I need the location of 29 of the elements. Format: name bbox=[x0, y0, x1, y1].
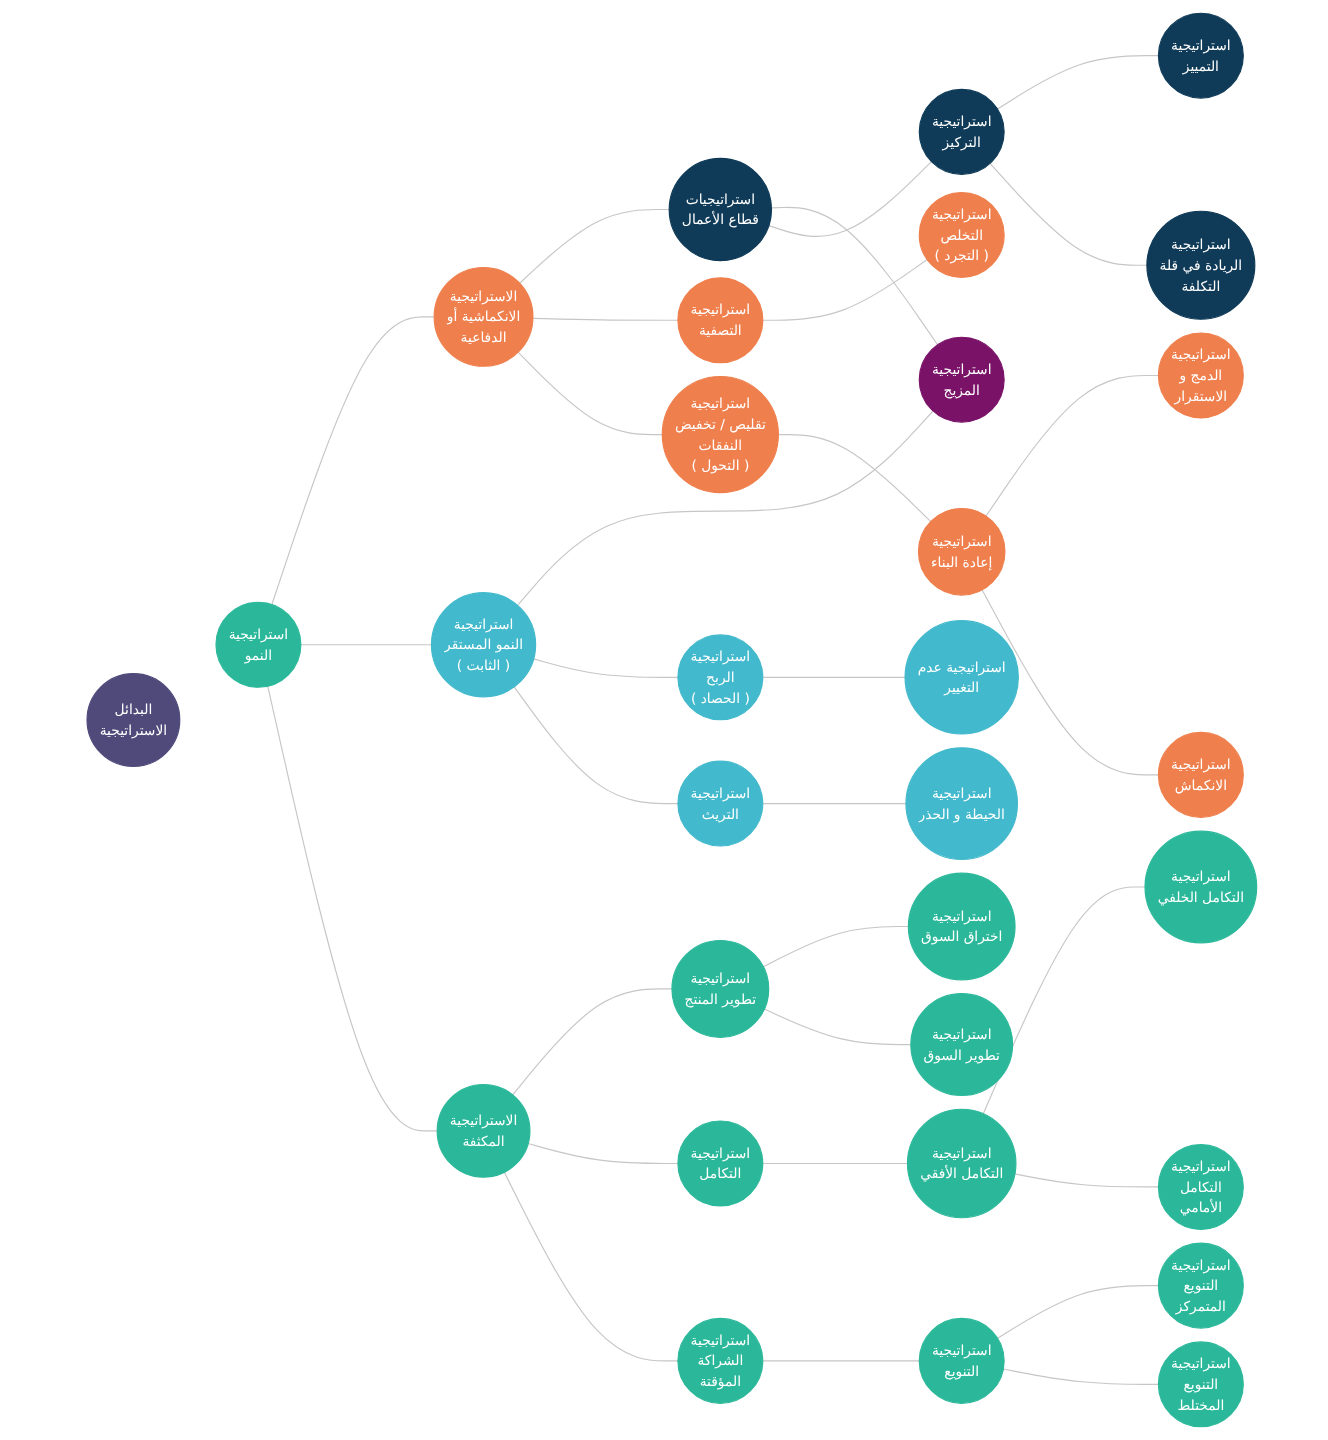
connector bbox=[270, 316, 434, 606]
connector bbox=[761, 803, 906, 805]
connector bbox=[761, 1360, 919, 1362]
connector bbox=[516, 351, 662, 436]
connector bbox=[761, 676, 905, 678]
connector bbox=[761, 258, 927, 321]
connector bbox=[980, 589, 1158, 776]
connector bbox=[516, 410, 933, 606]
connector bbox=[512, 686, 678, 805]
connector bbox=[761, 925, 908, 968]
connector bbox=[984, 374, 1158, 517]
connector bbox=[299, 644, 432, 646]
connector bbox=[762, 1008, 911, 1046]
connector bbox=[761, 1162, 908, 1165]
connector bbox=[776, 434, 931, 523]
connector bbox=[1001, 1368, 1158, 1385]
connector bbox=[767, 161, 932, 237]
connector bbox=[988, 162, 1147, 266]
connector bbox=[996, 1285, 1158, 1339]
connector bbox=[502, 1171, 678, 1362]
connector bbox=[996, 55, 1158, 110]
connector bbox=[769, 206, 938, 346]
connector bbox=[266, 685, 437, 1132]
connector bbox=[1013, 1173, 1158, 1188]
connector bbox=[511, 988, 672, 1096]
connector bbox=[526, 1142, 678, 1165]
connector bbox=[532, 658, 678, 678]
connector bbox=[531, 317, 678, 321]
connector bbox=[518, 208, 669, 284]
